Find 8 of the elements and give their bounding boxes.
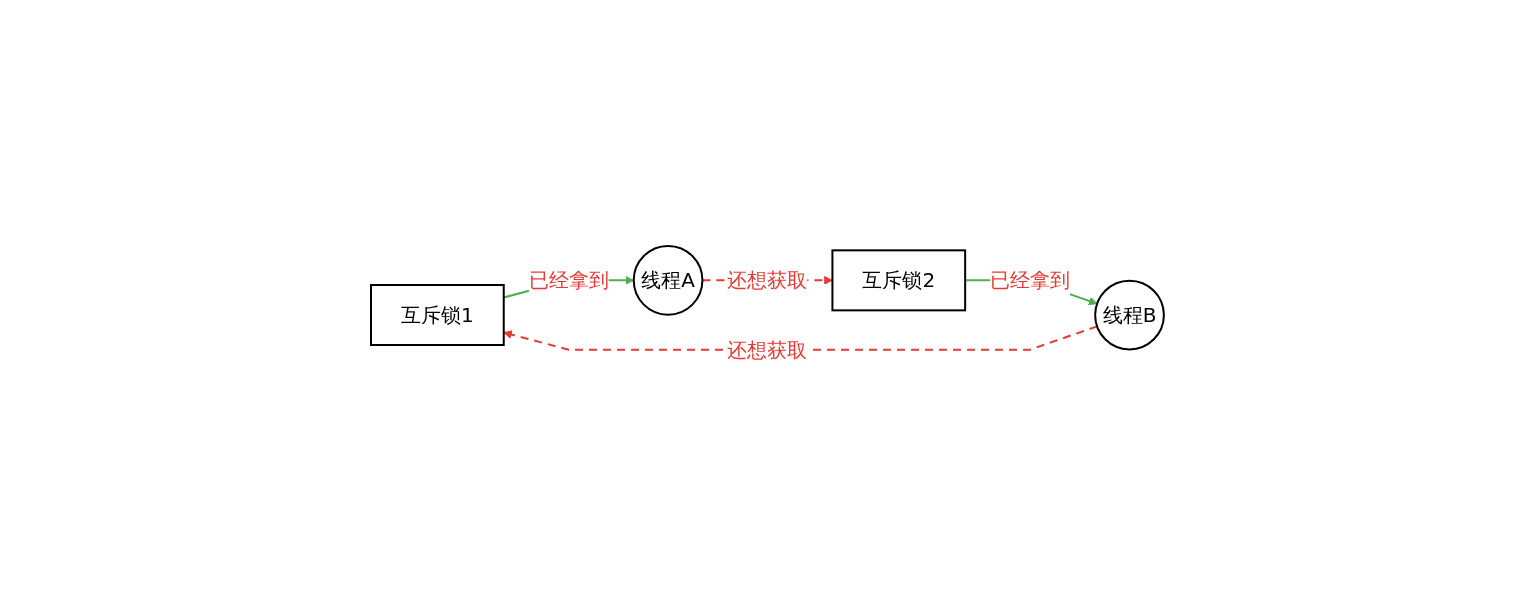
node-circle xyxy=(1093,279,1165,351)
edge-label: 还想获取 xyxy=(726,337,807,362)
edge-label: 还想获取 xyxy=(726,268,807,292)
edge-label: 已经拿到 xyxy=(989,268,1070,292)
node-circle xyxy=(632,244,703,316)
node-box xyxy=(369,283,505,346)
edge-label: 已经拿到 xyxy=(528,268,609,292)
node-box xyxy=(830,249,966,311)
